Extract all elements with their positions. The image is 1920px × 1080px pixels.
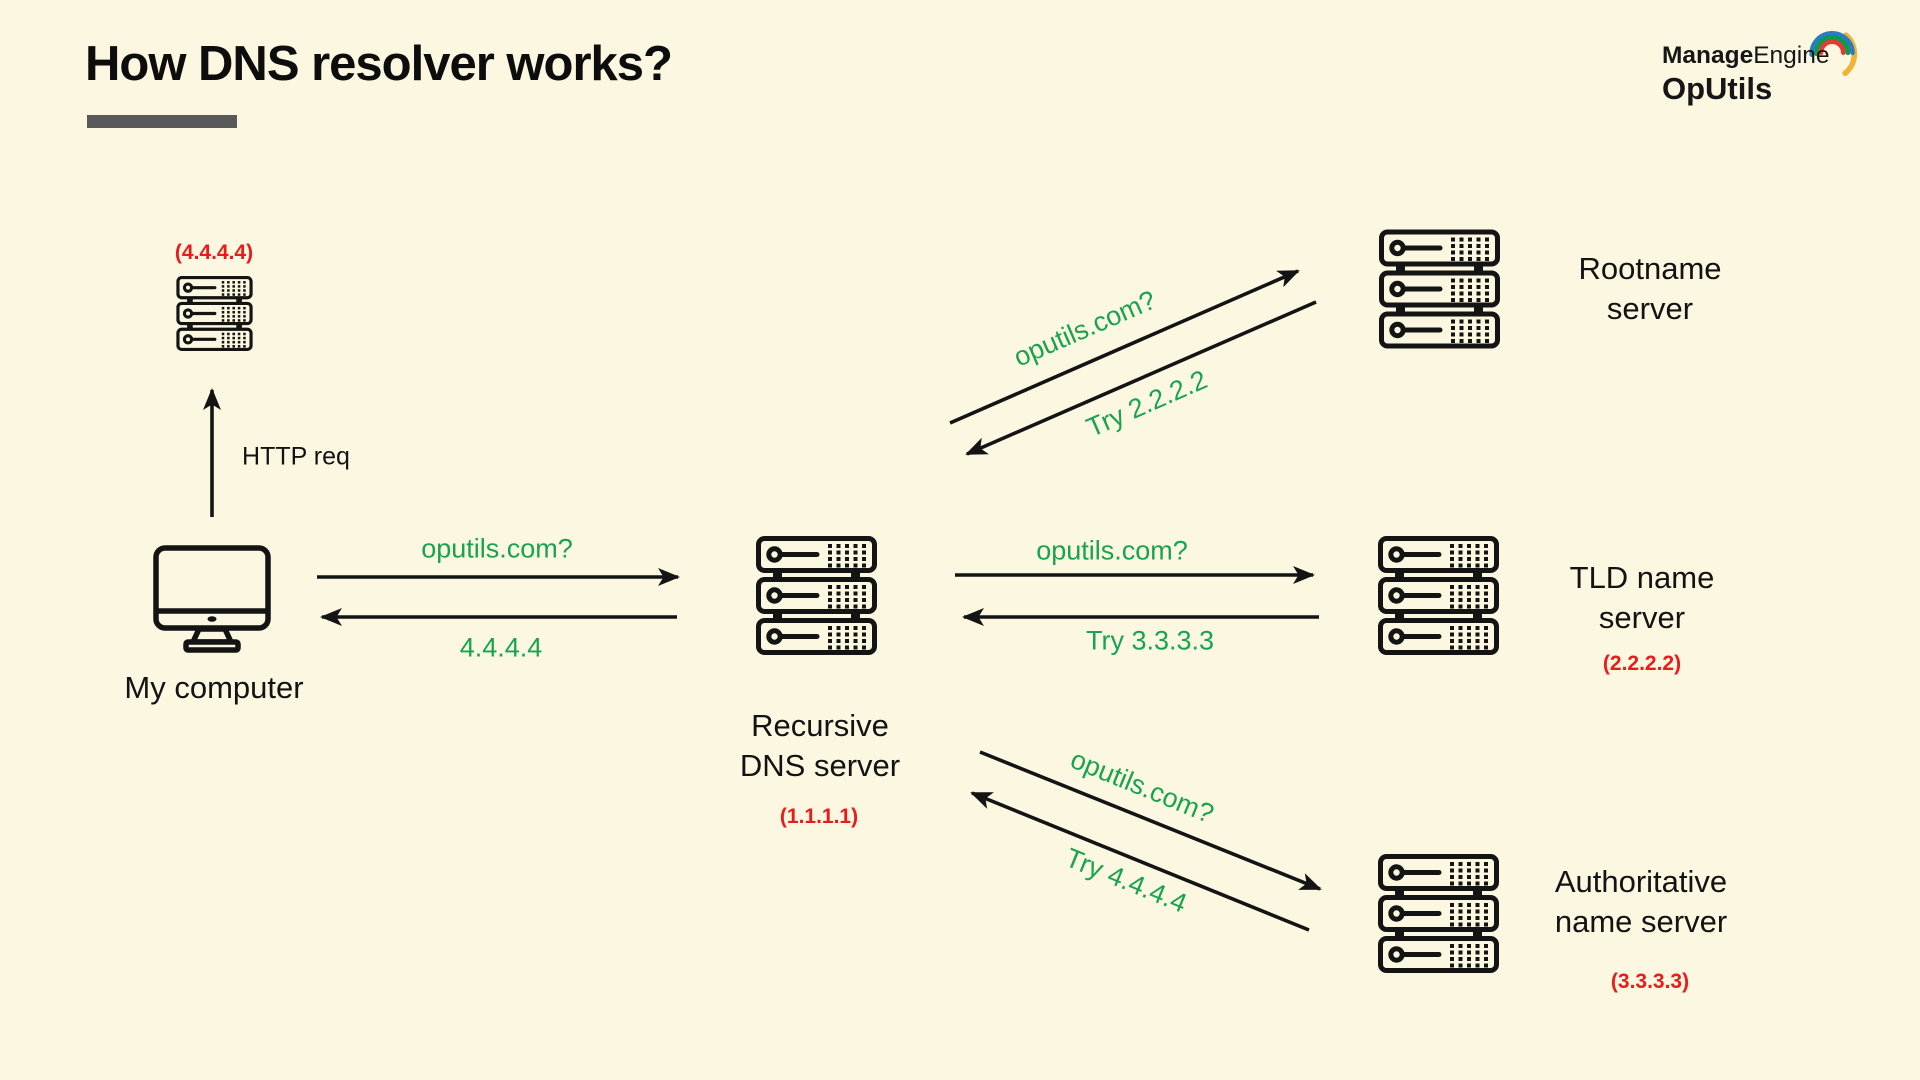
rootname-server-icon: [1379, 229, 1500, 349]
my-computer-icon: [153, 545, 271, 653]
tld-name-server-ip: (2.2.2.2): [1602, 652, 1682, 675]
rootname-line1: Rootname: [1578, 251, 1722, 286]
rootname-server-label: Rootname server: [1578, 249, 1721, 329]
web-server-ip: (4.4.4.4): [174, 241, 254, 264]
arrow-authoritative-to-recursive: [970, 791, 1310, 932]
brand-manage: Manage: [1662, 42, 1754, 69]
query-recursive-to-tld: oputils.com?: [1036, 535, 1188, 566]
rootname-line2: server: [1606, 291, 1694, 326]
title-underline: [87, 115, 237, 128]
tld-line2: server: [1598, 600, 1686, 635]
authoritative-name-server-icon: [1378, 854, 1499, 973]
brand-name: ManageEngine: [1662, 42, 1830, 70]
response-root-to-recursive: Try 2.2.2.2: [1082, 364, 1212, 443]
my-computer-label: My computer: [124, 670, 304, 705]
response-tld-to-recursive: Try 3.3.3.3: [1085, 625, 1215, 656]
response-recursive-to-computer: 4.4.4.4: [459, 632, 543, 663]
recursive-dns-line1: Recursive: [751, 708, 889, 743]
authoritative-name-server-label: Authoritative name server: [1555, 862, 1727, 942]
recursive-dns-ip: (1.1.1.1): [779, 805, 859, 828]
query-recursive-to-authoritative: oputils.com?: [1066, 744, 1219, 830]
manageengine-swoosh-icon: [1809, 30, 1858, 76]
tld-name-server-label: TLD name server: [1570, 558, 1715, 638]
recursive-dns-server-icon: [756, 536, 877, 655]
web-server-icon: [176, 276, 253, 351]
tld-line1: TLD name: [1569, 560, 1715, 595]
arrow-root-to-recursive: [965, 300, 1317, 456]
brand-engine: Engine: [1753, 42, 1830, 69]
query-recursive-to-root: oputils.com?: [1009, 284, 1161, 373]
product-name: OpUtils: [1662, 71, 1773, 106]
page-title: How DNS resolver works?: [85, 37, 673, 91]
recursive-dns-line2: DNS server: [739, 748, 901, 783]
recursive-dns-server-label: Recursive DNS server: [740, 706, 900, 786]
authoritative-line2: name server: [1554, 904, 1728, 939]
query-computer-to-recursive: oputils.com?: [421, 533, 573, 564]
manageengine-oputils-logo: ManageEngine OpUtils: [1662, 30, 1858, 107]
response-authoritative-to-recursive: Try 4.4.4.4: [1061, 842, 1192, 919]
tld-name-server-icon: [1378, 536, 1499, 655]
http-request-label: HTTP req: [242, 442, 350, 471]
authoritative-line1: Authoritative: [1554, 864, 1728, 899]
authoritative-name-server-ip: (3.3.3.3): [1610, 970, 1690, 993]
